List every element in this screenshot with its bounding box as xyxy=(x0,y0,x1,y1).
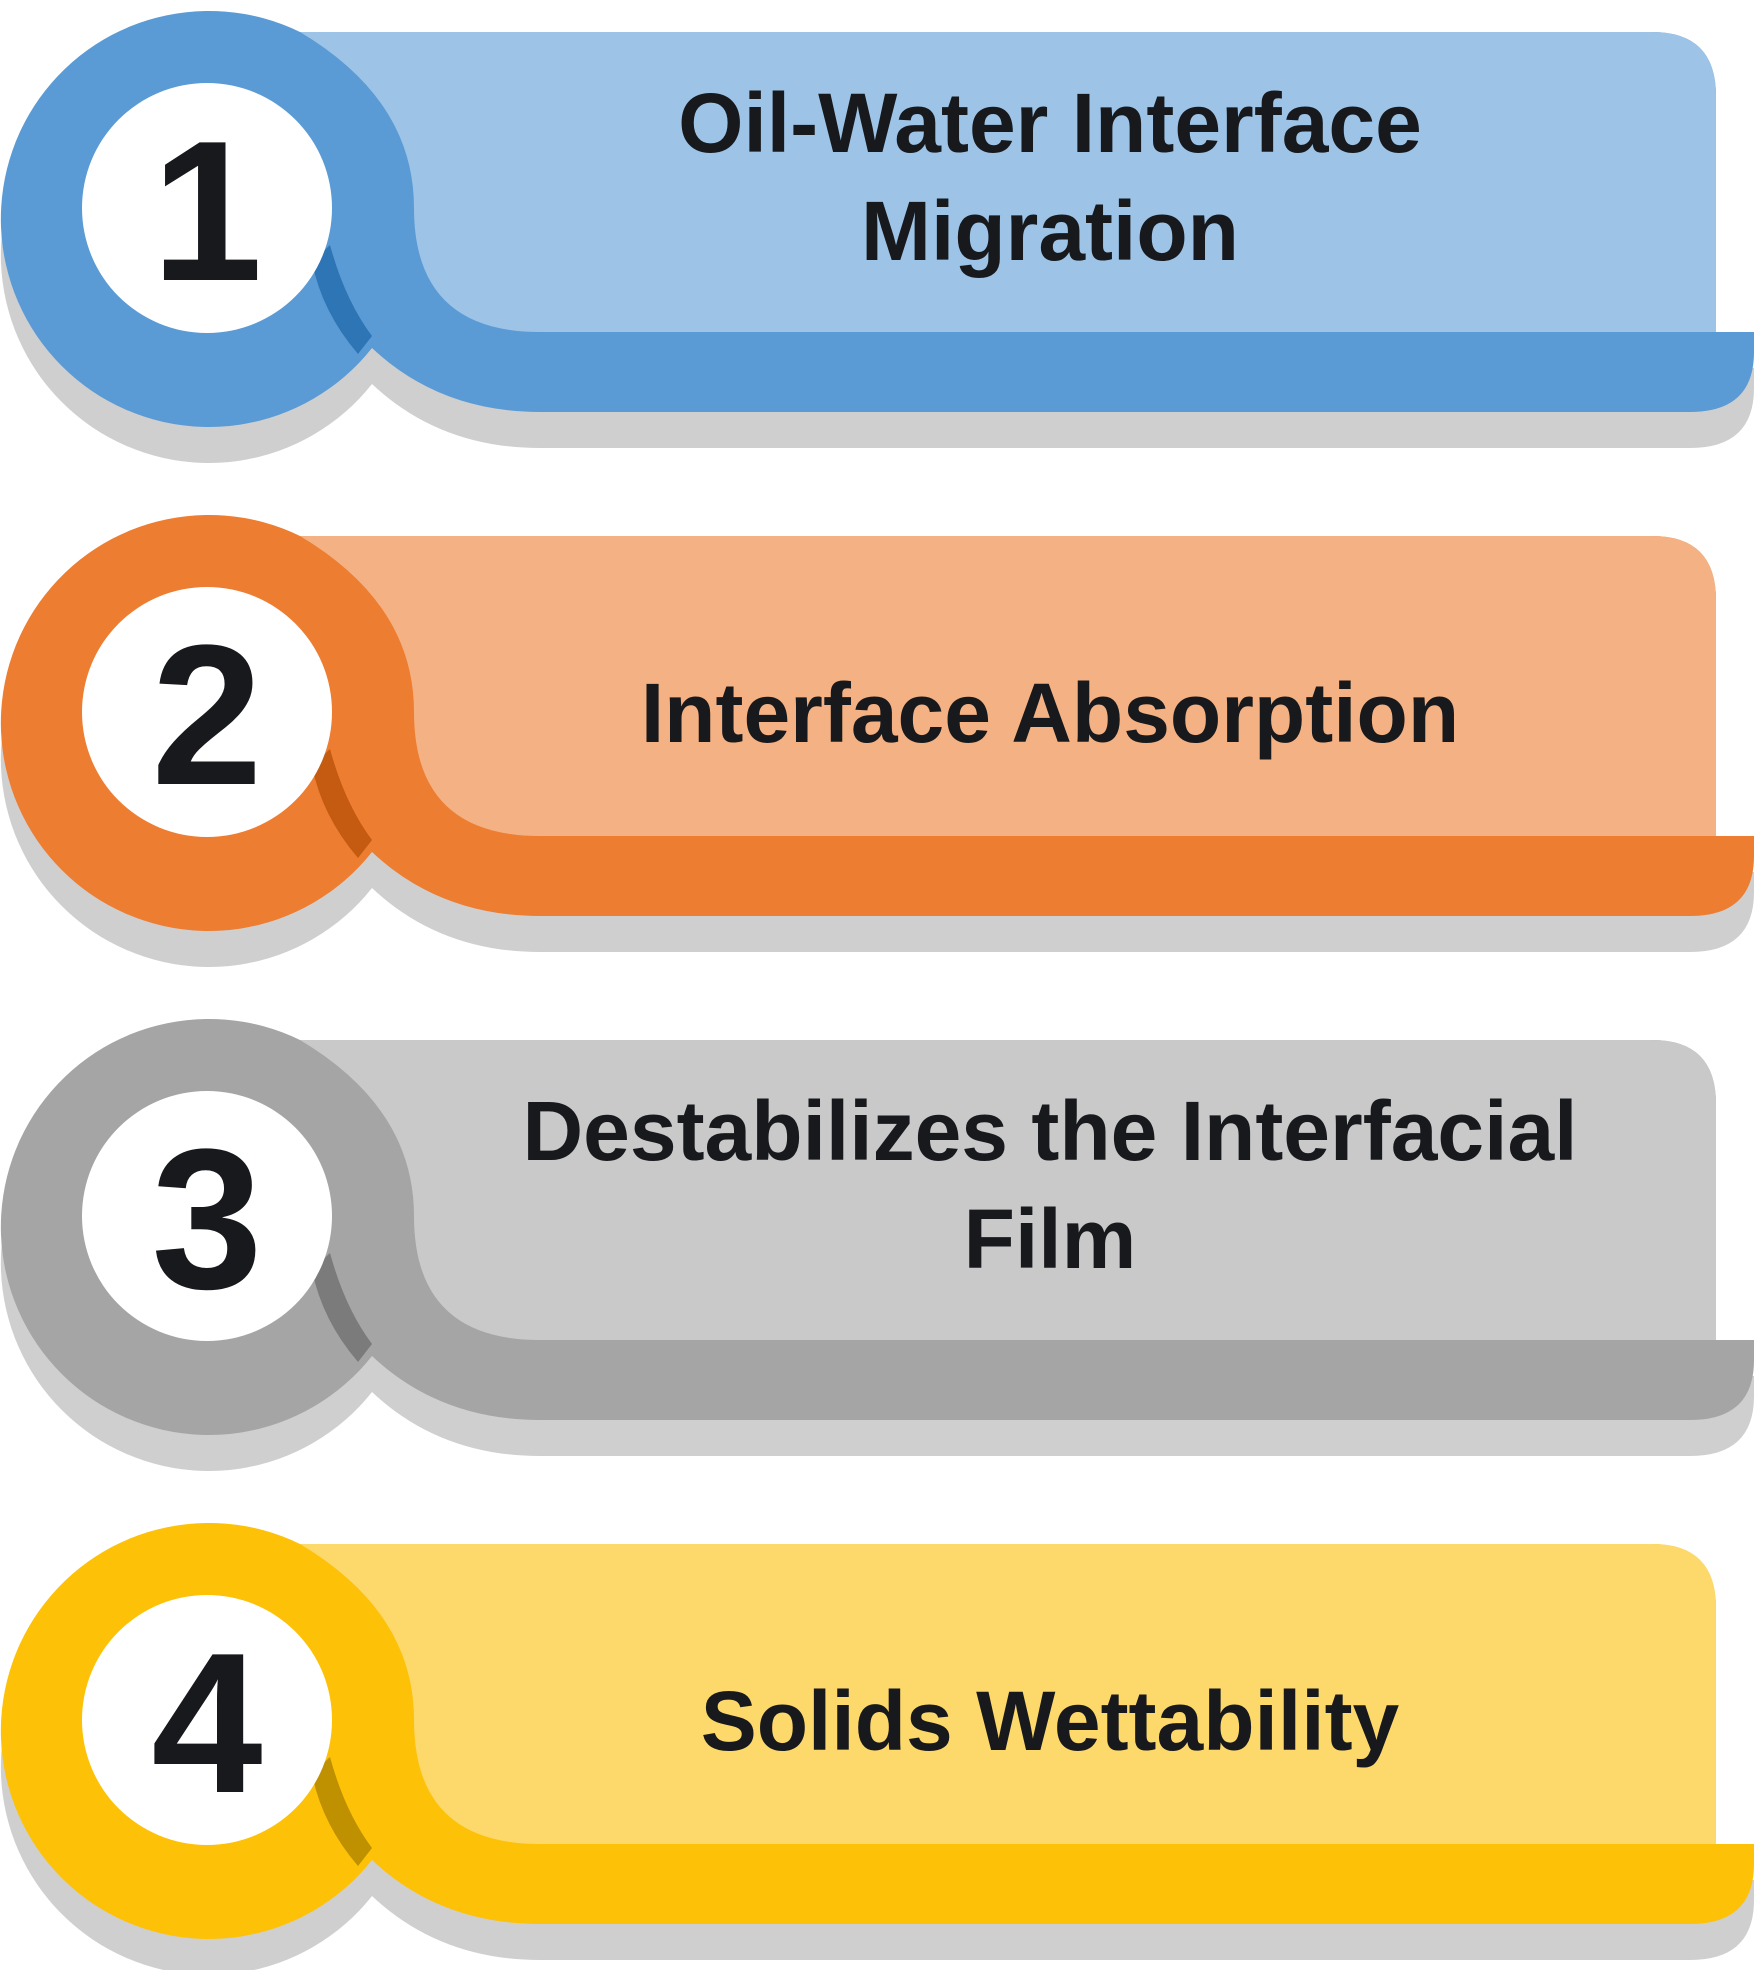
step-label-line: Oil-Water Interface xyxy=(678,76,1422,170)
step-accent xyxy=(312,1757,372,1866)
step-panel xyxy=(300,1040,1716,1340)
step-label-line: Solids Wettability xyxy=(701,1674,1400,1768)
step-label-line: Film xyxy=(964,1192,1137,1286)
step-label-line: Interface Absorption xyxy=(641,666,1459,760)
step-number-circle xyxy=(82,1091,332,1341)
step-number-circle xyxy=(82,1595,332,1845)
step-number: 4 xyxy=(151,1612,262,1835)
step-panel xyxy=(300,536,1716,836)
step-number-circle xyxy=(82,83,332,333)
step-accent xyxy=(312,1253,372,1362)
step-accent xyxy=(312,245,372,354)
step-number: 2 xyxy=(151,604,262,827)
step-label-line: Migration xyxy=(861,184,1239,278)
step-4: 4 Solids Wettability xyxy=(0,1522,1754,1970)
step-number: 1 xyxy=(151,100,262,323)
step-label-line: Destabilizes the Interfacial xyxy=(522,1084,1577,1178)
step-number-circle xyxy=(82,587,332,837)
step-accent xyxy=(312,749,372,858)
step-2: 2 Interface Absorption xyxy=(0,514,1754,967)
step-number: 3 xyxy=(151,1108,262,1331)
step-panel xyxy=(300,1544,1716,1844)
step-panel xyxy=(300,32,1716,332)
